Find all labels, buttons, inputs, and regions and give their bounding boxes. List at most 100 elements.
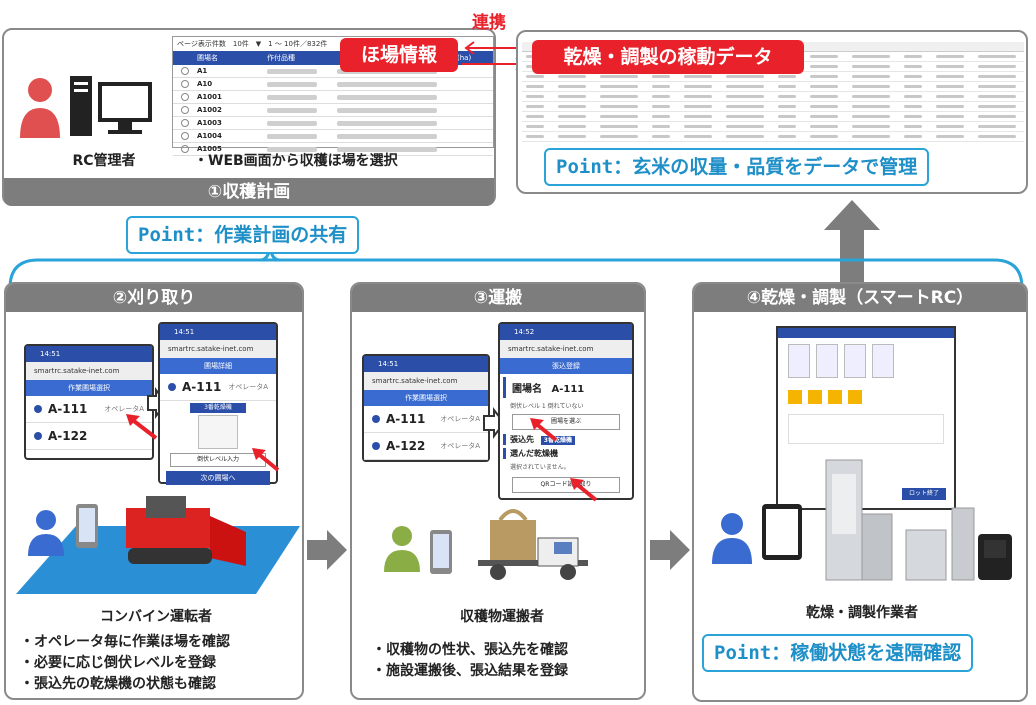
table-row[interactable]: A1003	[173, 117, 493, 130]
row-radio-icon[interactable]	[181, 119, 189, 127]
blurred-cell	[558, 115, 586, 118]
blurred-cell	[778, 75, 796, 78]
blurred-cell	[936, 75, 964, 78]
table-row[interactable]: A1001	[173, 91, 493, 104]
blurred-cell	[684, 135, 712, 138]
col-field-name: 圃場名	[197, 54, 218, 62]
row-radio-icon[interactable]	[181, 80, 189, 88]
red-pointer-arrow-icon	[126, 414, 158, 440]
row-radio-icon[interactable]	[181, 93, 189, 101]
blurred-cell	[526, 85, 544, 88]
up-arrow-icon	[824, 200, 880, 284]
blurred-cell	[978, 95, 1016, 98]
blurred-cell	[267, 94, 317, 100]
blurred-cell	[936, 55, 964, 58]
transport-bullets: ・収穫物の性状、張込先を確認 ・施設運搬後、張込結果を登録	[372, 640, 568, 682]
blurred-cell	[936, 115, 964, 118]
red-pointer-arrow-icon	[530, 418, 558, 442]
blurred-cell	[852, 75, 890, 78]
blurred-cell	[904, 105, 922, 108]
blurred-cell	[267, 81, 317, 87]
blurred-cell	[684, 75, 712, 78]
list-item[interactable]: A-111 オペレータA	[364, 406, 488, 433]
data-row	[522, 102, 1024, 112]
dryer-machines-illustration	[712, 459, 1012, 581]
blurred-cell	[978, 135, 1016, 138]
field-name: A-111	[48, 402, 88, 416]
blurred-cell	[558, 95, 586, 98]
operator: オペレータA	[440, 415, 480, 423]
blurred-cell	[267, 68, 317, 74]
blurred-cell	[852, 95, 890, 98]
table-row[interactable]: A10	[173, 78, 493, 91]
blurred-cell	[267, 146, 317, 152]
red-pointer-arrow-icon	[570, 478, 598, 502]
harvest-panel: ②刈り取り 14:51 smartrc.satake-inet.com 作業圃場…	[4, 282, 304, 700]
blurred-cell	[936, 85, 964, 88]
transport-title: ③運搬	[352, 284, 644, 312]
blurred-cell	[852, 115, 890, 118]
transporter-illustration	[384, 509, 588, 580]
right-arrow-icon	[650, 530, 690, 570]
phone-url: smartrc.satake-inet.com	[160, 340, 276, 358]
field-name: A-111	[386, 412, 426, 426]
field-name: A-122	[48, 429, 88, 443]
blurred-cell	[558, 85, 586, 88]
qr-scan-button[interactable]: QRコード読み取り	[512, 477, 620, 493]
row-radio-icon[interactable]	[181, 67, 189, 75]
blurred-cell	[526, 95, 544, 98]
table-row[interactable]: A1005	[173, 143, 493, 156]
lot-end-button[interactable]: ロット終了	[902, 488, 946, 500]
row-radio-icon[interactable]	[181, 145, 189, 153]
blurred-cell	[526, 135, 544, 138]
select-field-button[interactable]: 圃場を選ぶ	[512, 414, 620, 430]
blurred-cell	[726, 75, 764, 78]
blurred-cell	[810, 95, 838, 98]
row-radio-icon[interactable]	[181, 132, 189, 140]
blurred-cell	[337, 133, 437, 139]
blurred-cell	[978, 65, 1016, 68]
blurred-cell	[726, 125, 764, 128]
dest-section: 張込先 3番乾燥機	[503, 434, 629, 445]
blurred-cell	[852, 135, 890, 138]
point-quality: Point：玄米の収量・品質をデータで管理	[544, 148, 930, 186]
row-field-name: A1003	[197, 119, 222, 127]
dryer-label: 選んだ乾燥機	[503, 448, 629, 459]
blurred-cell	[267, 133, 317, 139]
bullet-item: ・必要に応じ倒伏レベルを登録	[20, 655, 216, 671]
blurred-cell	[726, 135, 764, 138]
blurred-cell	[652, 125, 670, 128]
row-field-name: A10	[197, 80, 213, 88]
combine-driver-label: コンバイン運転者	[100, 609, 212, 625]
blurred-cell	[600, 135, 638, 138]
data-row	[522, 112, 1024, 122]
field-section: 圃場名 A-111	[503, 377, 629, 398]
bullet-item: ・張込先の乾燥機の状態も確認	[20, 676, 216, 692]
field-dot-icon	[168, 383, 176, 391]
row-radio-icon[interactable]	[181, 106, 189, 114]
transport-phone-1: 14:51 smartrc.satake-inet.com 作業圃場選択 A-1…	[362, 354, 490, 462]
drying-data-box: 乾燥・調製の稼動データ	[532, 40, 804, 74]
drying-data-panel: Point：玄米の収量・品質をデータで管理	[516, 30, 1028, 194]
blurred-cell	[904, 115, 922, 118]
table-row[interactable]: A1002	[173, 104, 493, 117]
operator: オペレータA	[228, 383, 268, 391]
drying-title: ④乾燥・調製（スマートRC）	[694, 284, 1026, 312]
blurred-cell	[526, 75, 544, 78]
blurred-cell	[852, 85, 890, 88]
table-row[interactable]: A1004	[173, 130, 493, 143]
blurred-cell	[904, 125, 922, 128]
row-field-name: A1001	[197, 93, 222, 101]
blurred-cell	[684, 105, 712, 108]
table-pager: ページ表示件数 10件 ▼ 1 ～ 10件／832件	[177, 40, 328, 48]
dest-label: 張込先	[510, 435, 534, 444]
blurred-cell	[526, 105, 544, 108]
phone-time: 14:51	[26, 346, 152, 362]
blurred-cell	[936, 135, 964, 138]
blurred-cell	[684, 95, 712, 98]
next-field-button[interactable]: 次の圃場へ	[166, 471, 270, 485]
list-item[interactable]: A-122	[26, 423, 152, 450]
